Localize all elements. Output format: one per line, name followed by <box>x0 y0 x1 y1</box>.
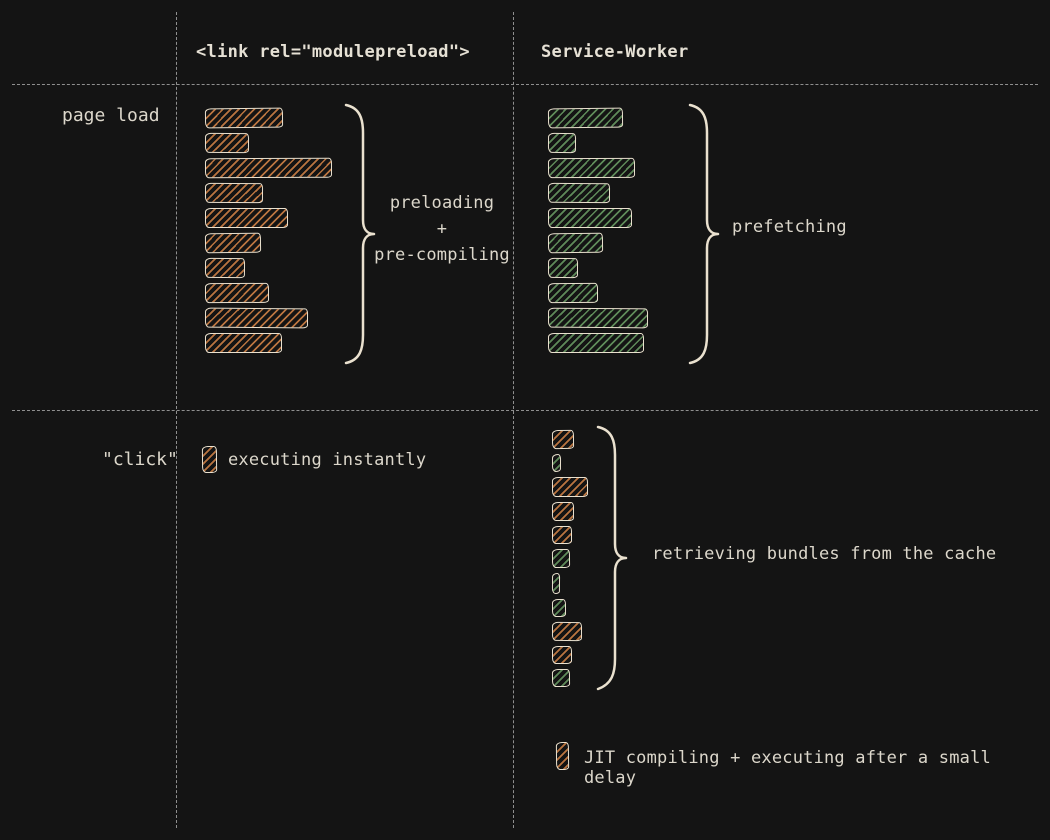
bar <box>204 282 270 304</box>
bar <box>548 333 644 353</box>
bar <box>552 526 572 544</box>
preloading-brace <box>344 103 376 365</box>
bar <box>551 572 561 595</box>
bar <box>204 307 309 329</box>
bar <box>551 429 575 450</box>
bar <box>201 445 218 474</box>
modulepreload-click-bar <box>201 445 218 474</box>
preloading-label: preloading + pre-compiling <box>374 193 510 265</box>
service-worker-jit-bar <box>555 741 570 771</box>
bar <box>547 282 599 304</box>
bar <box>204 257 246 279</box>
bar <box>551 501 575 522</box>
executing-label: executing instantly <box>228 450 427 470</box>
bar <box>204 182 264 204</box>
bar <box>548 208 632 228</box>
bar <box>547 132 577 154</box>
bar <box>204 157 333 179</box>
cache-brace <box>596 425 628 691</box>
bar <box>551 548 571 569</box>
modulepreload-preload-bars <box>204 107 333 353</box>
header-divider-line <box>12 84 1038 85</box>
bar <box>551 453 562 473</box>
row-divider-line <box>12 410 1038 411</box>
bar <box>547 182 611 204</box>
prefetching-brace <box>688 103 720 365</box>
service-worker-cache-bars <box>551 429 589 688</box>
label-column-divider-line <box>176 12 177 828</box>
prefetching-label: prefetching <box>732 217 847 237</box>
row-label-click: "click" <box>102 449 178 470</box>
service-worker-prefetch-bars <box>547 107 649 353</box>
bar <box>547 157 636 179</box>
jit-label: JIT compiling + executing after a small … <box>584 748 991 788</box>
bar <box>551 668 571 688</box>
retrieving-label: retrieving bundles from the cache <box>652 544 997 564</box>
bar <box>551 621 583 642</box>
bar <box>204 107 284 129</box>
bar <box>547 232 604 254</box>
bar <box>552 646 572 664</box>
column-header-service-worker: Service-Worker <box>541 42 689 62</box>
center-column-divider-line <box>513 12 514 828</box>
bar <box>551 598 567 618</box>
bar <box>204 232 262 254</box>
bar <box>547 257 579 279</box>
bar <box>547 307 649 329</box>
bar <box>204 132 250 154</box>
bar <box>205 333 282 353</box>
bar <box>205 208 288 228</box>
bar <box>551 476 589 498</box>
row-label-page-load: page load <box>62 105 160 126</box>
bar <box>555 741 570 771</box>
column-header-modulepreload: <link rel="modulepreload"> <box>196 42 470 62</box>
bar <box>547 107 624 129</box>
